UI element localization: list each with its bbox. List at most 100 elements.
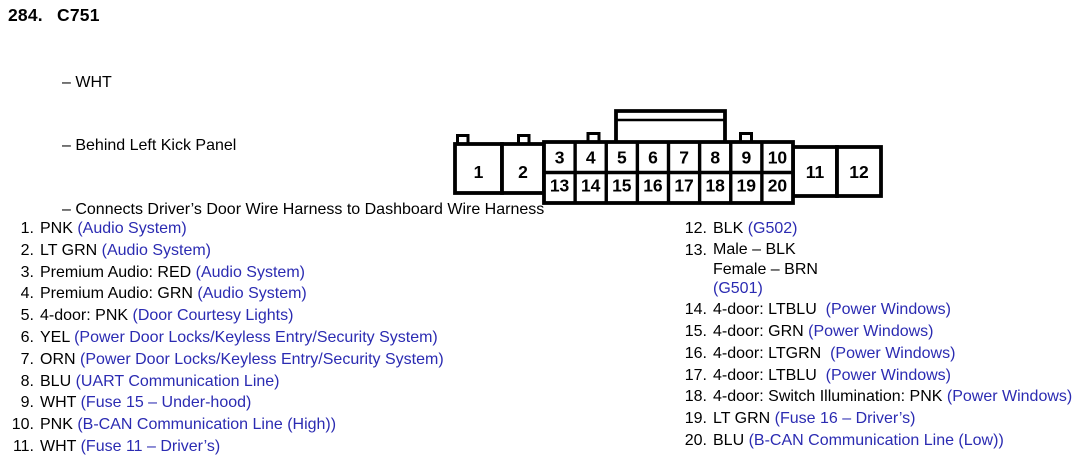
pin-row: 18. 4-door: Switch Illumination: PNK (Pow… bbox=[677, 386, 1072, 408]
pin-row: 6.YEL (Power Door Locks/Keyless Entry/Se… bbox=[8, 327, 444, 349]
pin-wire-color: WHT bbox=[40, 394, 81, 412]
pin-wire-color: WHT bbox=[40, 437, 81, 455]
pin-number: 10. bbox=[11, 416, 34, 434]
pin-description: 4-door: LTBLU (Power Windows) bbox=[713, 365, 951, 387]
cavity-12 bbox=[835, 145, 883, 198]
connector-pin-number: 11 bbox=[806, 162, 825, 182]
pin-row: 17. 4-door: LTBLU (Power Windows) bbox=[677, 365, 1072, 387]
pin-wire-color: PNK bbox=[40, 416, 78, 434]
pin-circuit-note: (Door Courtesy Lights) bbox=[132, 307, 294, 325]
pin-circuit-note: (Audio System) bbox=[197, 285, 307, 303]
pin-circuit-note: (G502) bbox=[747, 220, 798, 237]
pin-number: 18. bbox=[684, 388, 707, 406]
pin-wire-color: 4-door: Switch Illumination: PNK bbox=[713, 388, 947, 406]
pin-number: 19. bbox=[684, 410, 707, 428]
pin-description: BLK (G502) bbox=[713, 218, 797, 240]
pin-circuit-note: (Power Door Locks/Keyless Entry/Security… bbox=[74, 328, 438, 346]
pin-row: 15. 4-door: GRN (Power Windows) bbox=[677, 321, 1072, 343]
cavity-1 bbox=[453, 142, 504, 195]
pin-number: 3. bbox=[20, 263, 34, 281]
pin-wire-color: 4-door: GRN bbox=[713, 322, 809, 340]
pin-wire-color: 4-door: LTGRN bbox=[713, 344, 831, 362]
connector-pin-number: 9 bbox=[741, 148, 751, 168]
pin-number: 16. bbox=[684, 344, 707, 362]
pin-number: 12. bbox=[684, 220, 707, 237]
pin-row: 3. Premium Audio: RED (Audio System) bbox=[8, 262, 444, 284]
pin-number: 14. bbox=[684, 301, 707, 319]
connector-pin-number: 15 bbox=[612, 176, 632, 196]
pin-circuit-note: (Power Windows) bbox=[946, 388, 1073, 406]
cavity-2 bbox=[500, 142, 546, 195]
pin-circuit-note: (Fuse 16 – Driver’s) bbox=[774, 410, 916, 428]
pin-row: 1. PNK (Audio System) bbox=[8, 218, 444, 240]
pin-row: 16. 4-door: LTGRN (Power Windows) bbox=[677, 343, 1072, 365]
connector-pin-number: 3 bbox=[555, 148, 565, 168]
pin-circuit-note: (G501) bbox=[713, 280, 763, 298]
pin-row: 20.BLU (B-CAN Communication Line (Low)) bbox=[677, 430, 1072, 452]
pin-wire-color: PNK bbox=[40, 220, 78, 237]
pin-wire-color: ORN bbox=[40, 350, 80, 368]
pin-circuit-note: (Power Windows) bbox=[825, 366, 951, 384]
connector-pin-number: 19 bbox=[737, 176, 757, 196]
pin-row: 19. LT GRN (Fuse 16 – Driver’s) bbox=[677, 408, 1072, 430]
pin-number: 17. bbox=[684, 366, 707, 384]
pin-row: 7.ORN (Power Door Locks/Keyless Entry/Se… bbox=[8, 349, 444, 371]
pin-list-left: 1.PNK (Audio System)2.LT GRN (Audio Syst… bbox=[8, 218, 444, 458]
pin-description: Premium Audio: RED (Audio System) bbox=[40, 262, 305, 284]
pin-description: 4-door: Switch Illumination: PNK (Power … bbox=[713, 386, 1072, 408]
pin-number: 8. bbox=[20, 372, 34, 390]
detail-line-function: – Connects Driver’s Door Wire Harness to… bbox=[62, 201, 545, 219]
pin-wire-color: 4-door: LTBLU bbox=[713, 366, 826, 384]
pin-circuit-note: (UART Communication Line) bbox=[75, 372, 280, 390]
connector-pin-number: 18 bbox=[705, 176, 725, 196]
pin-row: 5. 4-door: PNK (Door Courtesy Lights) bbox=[8, 305, 444, 327]
connector-pin-number: 8 bbox=[710, 148, 720, 168]
pin-row: 2.LT GRN (Audio System) bbox=[8, 240, 444, 262]
pin-description: WHT (Fuse 15 – Under-hood) bbox=[40, 392, 251, 414]
connector-pin-number: 17 bbox=[674, 176, 693, 196]
pin-row: 12. BLK (G502) bbox=[677, 218, 1072, 240]
detail-line-location: – Behind Left Kick Panel bbox=[62, 137, 237, 155]
connector-pin-number: 14 bbox=[581, 176, 601, 196]
pin-wire-color: 4-door: PNK bbox=[40, 307, 133, 325]
pin-wire-color: Premium Audio: RED bbox=[40, 263, 196, 281]
pin-circuit-note: (Power Windows) bbox=[830, 344, 956, 362]
connector-pin-number: 10 bbox=[768, 148, 788, 168]
pin-row: 9. WHT (Fuse 15 – Under-hood) bbox=[8, 392, 444, 414]
pin-wire-color: Premium Audio: GRN bbox=[40, 285, 198, 303]
pin-number: 20. bbox=[684, 431, 707, 449]
pin-description: BLU (UART Communication Line) bbox=[40, 371, 280, 393]
connector-pin-number: 6 bbox=[648, 148, 658, 168]
pin-circuit-note: (B-CAN Communication Line (Low)) bbox=[748, 431, 1004, 449]
connector-pin-number: 20 bbox=[768, 176, 788, 196]
pin-description: Premium Audio: GRN (Audio System) bbox=[40, 283, 307, 305]
pin-number: 5. bbox=[20, 307, 34, 325]
pin-number: 11. bbox=[12, 437, 34, 455]
pin-description: 4-door: GRN (Power Windows) bbox=[713, 321, 934, 343]
pin-circuit-note: (B-CAN Communication Line (High)) bbox=[77, 416, 337, 434]
pin-circuit-note: (Power Windows) bbox=[808, 322, 934, 340]
pin-number: 1. bbox=[20, 220, 34, 237]
pin-number: 9. bbox=[20, 394, 34, 412]
pin-wire-color: LT GRN bbox=[713, 410, 775, 428]
pin-circuit-note: (Audio System) bbox=[101, 241, 212, 259]
pin-description: YEL (Power Door Locks/Keyless Entry/Secu… bbox=[40, 327, 438, 349]
connector-pin-number: 2 bbox=[518, 162, 528, 182]
pin-description: PNK (B-CAN Communication Line (High)) bbox=[40, 414, 336, 436]
pin-description: LT GRN (Audio System) bbox=[40, 240, 211, 262]
pin-circuit-note: (Audio System) bbox=[77, 220, 187, 237]
pin-description: PNK (Audio System) bbox=[40, 218, 187, 240]
pin-number: 13. bbox=[684, 241, 707, 259]
connector-index-number: 284. bbox=[8, 5, 43, 25]
pin-description: 4-door: PNK (Door Courtesy Lights) bbox=[40, 305, 293, 327]
connector-pin-number: 1 bbox=[474, 162, 484, 182]
pin-row: 11.WHT (Fuse 11 – Driver’s) bbox=[8, 436, 444, 458]
pin-circuit-note: (Fuse 15 – Under-hood) bbox=[80, 394, 252, 412]
pin-number: 15. bbox=[684, 322, 707, 340]
pin-wire-color: Female – BRN bbox=[713, 260, 818, 278]
